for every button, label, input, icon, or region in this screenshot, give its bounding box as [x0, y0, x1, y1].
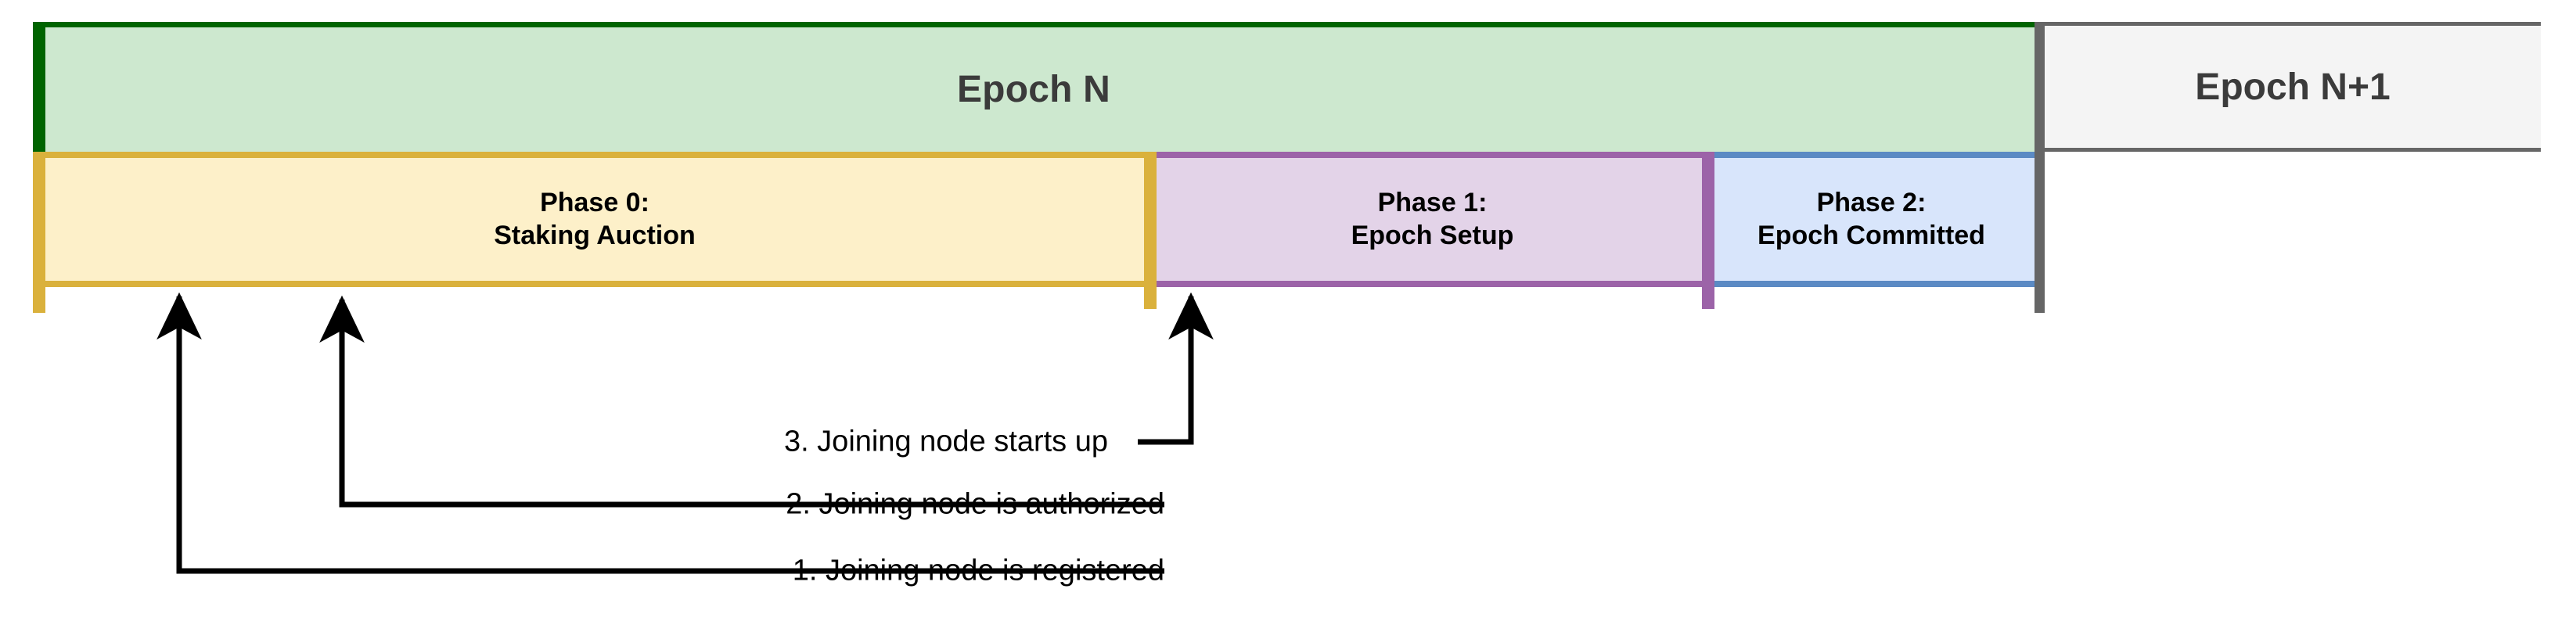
phase-0-subtitle: Staking Auction — [494, 220, 696, 250]
phase-1-box: Phase 1: Epoch Setup — [1157, 152, 1708, 287]
phase-2-box: Phase 2: Epoch Committed — [1708, 152, 2035, 287]
epoch-n-label: Epoch N — [956, 69, 1111, 110]
epoch-n-left-spine — [33, 22, 45, 152]
epoch-n-plus-1-label: Epoch N+1 — [2195, 66, 2391, 108]
phase-1-title: Phase 1: — [1377, 188, 1488, 218]
phase-0-box: Phase 0: Staking Auction — [33, 152, 1157, 287]
phase-1-right-spine — [1702, 152, 1714, 309]
phase-2-subtitle: Epoch Committed — [1758, 220, 1985, 250]
phase-0-left-spine — [33, 152, 45, 313]
phase-0-right-spine — [1144, 152, 1157, 309]
epoch-n-plus-1-box: Epoch N+1 — [2045, 22, 2541, 152]
annotation-3-label: 3. Joining node starts up — [783, 425, 1108, 458]
arrow-annotation-3 — [1138, 292, 1214, 445]
annotation-1-label: 1. Joining node is registered — [792, 554, 1164, 587]
arrow-annotation-1 — [157, 292, 1164, 574]
phase-2-title: Phase 2: — [1816, 188, 1927, 218]
phase-0-title: Phase 0: — [540, 188, 649, 218]
annotation-2-label: 2. Joining node is authorized — [786, 487, 1164, 521]
phase-1-subtitle: Epoch Setup — [1351, 220, 1514, 250]
epoch-n-box: Epoch N — [33, 22, 2035, 152]
epoch-boundary-divider — [2035, 22, 2045, 313]
arrow-annotation-2 — [319, 295, 1164, 508]
